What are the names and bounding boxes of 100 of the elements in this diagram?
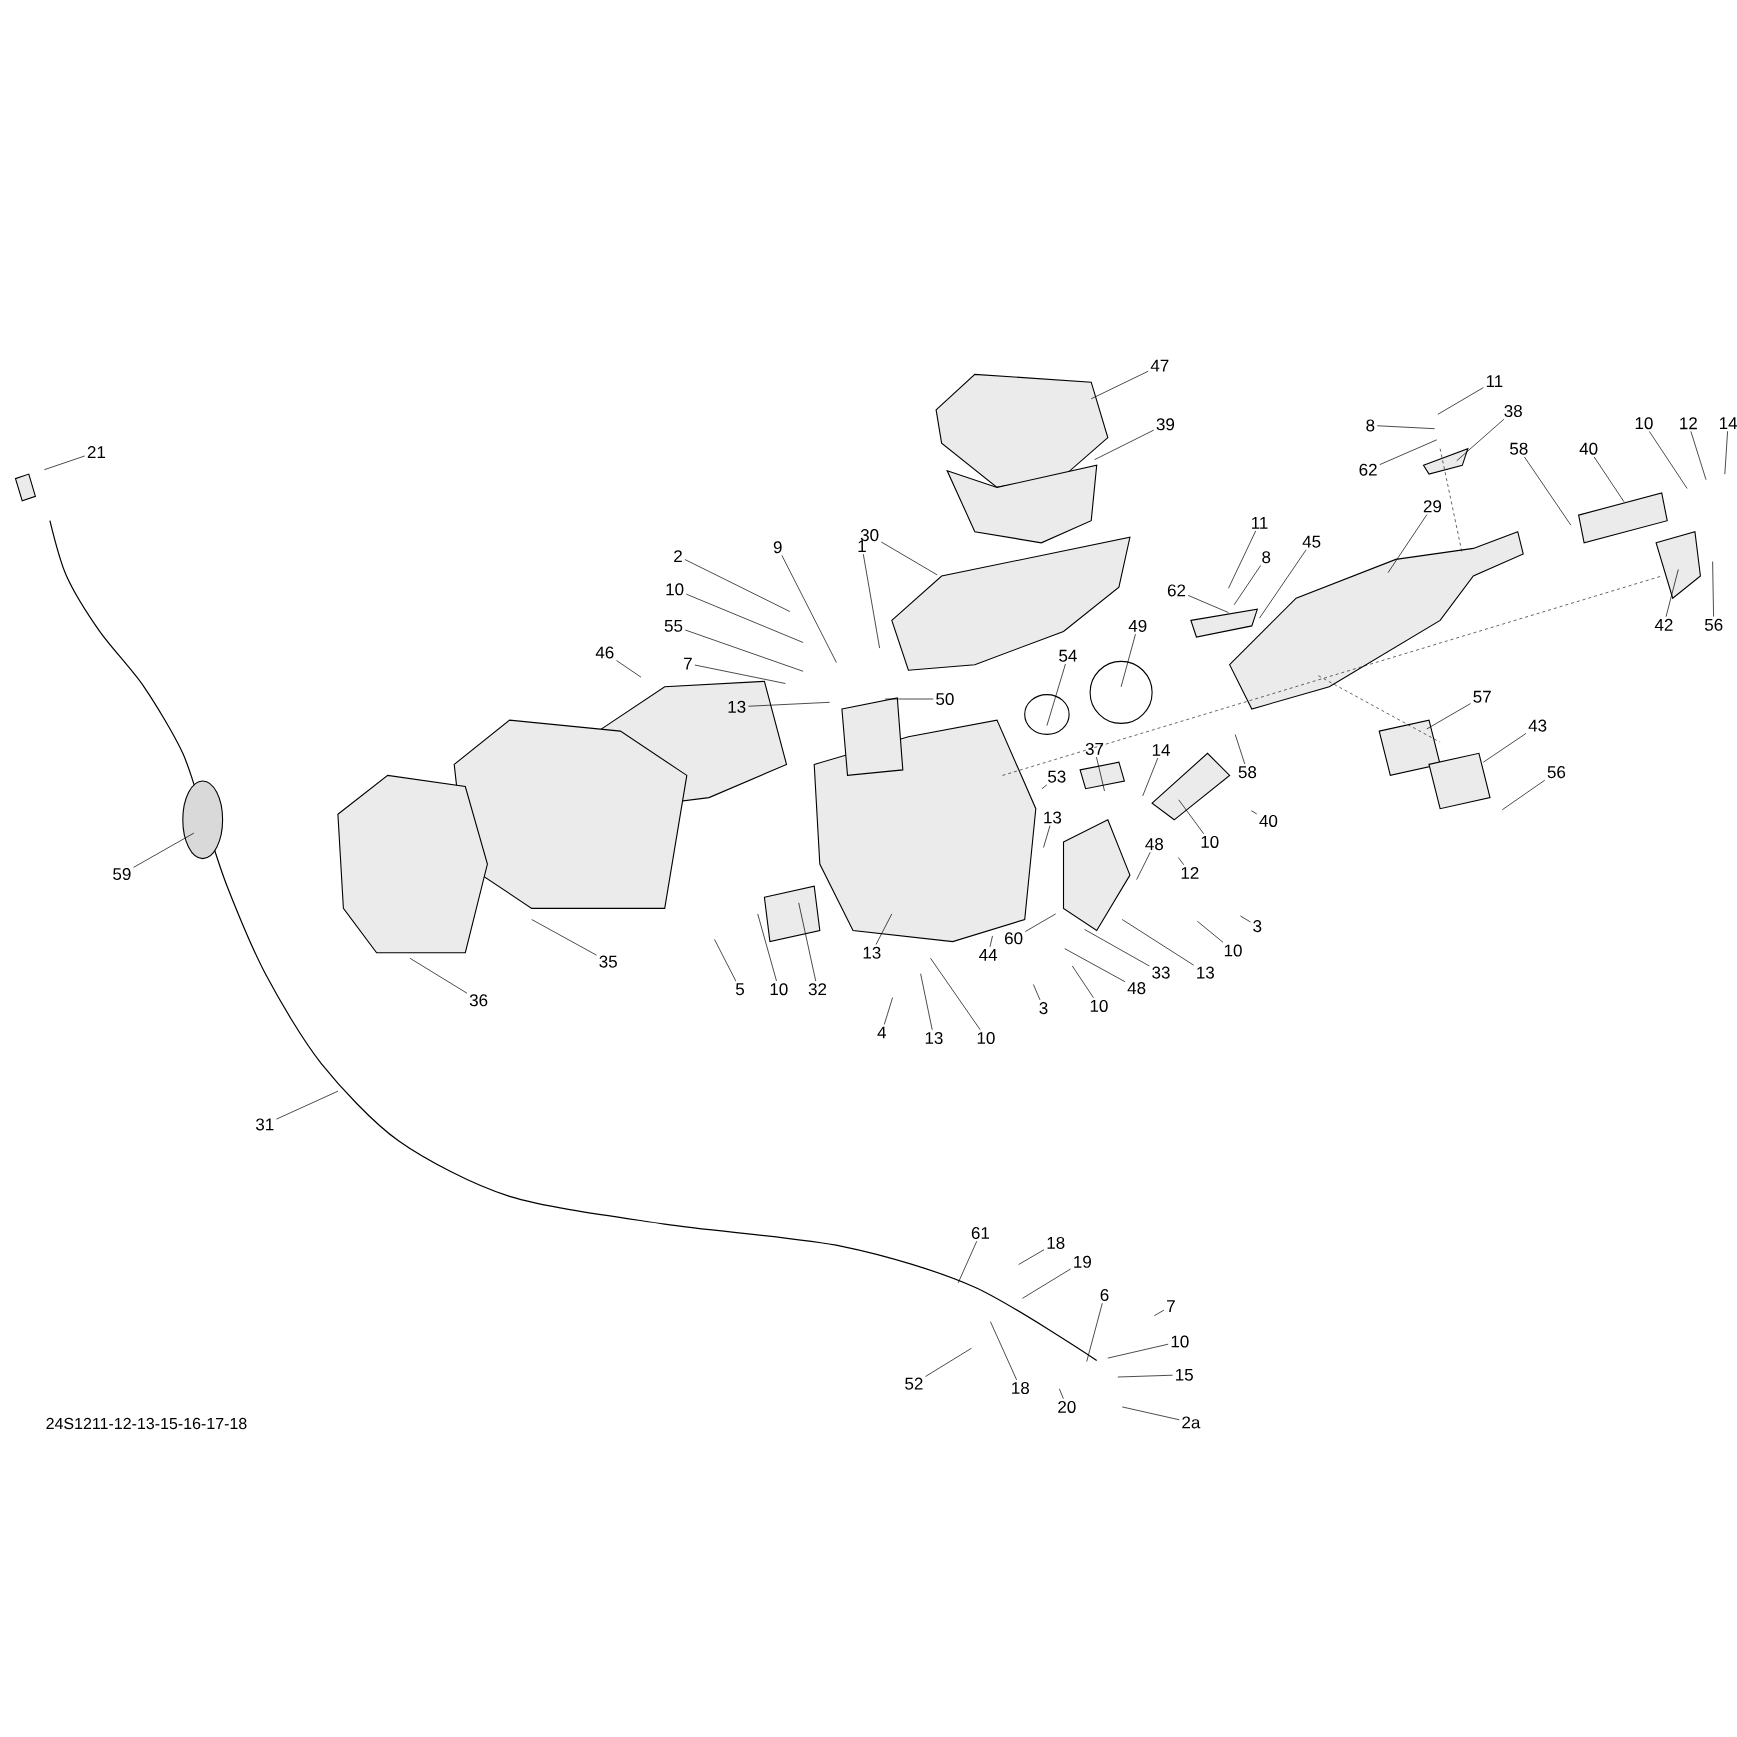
callout-number: 45: [1302, 535, 1321, 548]
leader-line: [714, 939, 737, 982]
leader-line: [684, 559, 791, 612]
leader-line: [1022, 1268, 1071, 1299]
callout-number: 11: [1486, 375, 1503, 387]
leader-line: [989, 935, 993, 948]
callout-number: 42: [1654, 618, 1673, 631]
callout-number: 37: [1085, 742, 1104, 755]
callout-number: 35: [599, 955, 617, 968]
callout-number: 56: [1704, 618, 1723, 631]
leader-line: [1084, 929, 1150, 967]
callout-number: 44: [979, 949, 998, 961]
leader-line: [1649, 431, 1688, 489]
callout-number: 60: [1005, 932, 1023, 945]
leader-line: [1234, 734, 1246, 765]
leader-line: [1153, 1309, 1165, 1317]
leader-line: [1665, 569, 1679, 617]
callout-number: 48: [1145, 838, 1164, 851]
callout-number: 32: [808, 983, 827, 996]
callout-number: 1: [858, 540, 866, 552]
leader-line: [1120, 633, 1136, 688]
leader-line: [1064, 948, 1126, 983]
callout-number: 19: [1074, 1255, 1091, 1268]
callout-number: 50: [936, 693, 954, 706]
leader-line: [1239, 915, 1251, 923]
callout-number: 14: [1719, 417, 1737, 430]
leader-line: [875, 913, 893, 945]
callout-number: 8: [1366, 419, 1375, 432]
leader-line: [1142, 757, 1159, 797]
leader-line: [1086, 1302, 1103, 1362]
callout-number: 39: [1156, 418, 1175, 431]
drawing-number: 24S1211-12-13-15-16-17-18: [46, 1417, 247, 1430]
callout-number: 13: [1044, 811, 1062, 824]
callout-number: 3: [1039, 1002, 1048, 1015]
callout-number: 46: [595, 646, 614, 659]
callout-number: 54: [1059, 649, 1077, 662]
leader-line: [1178, 799, 1204, 835]
leader-line: [781, 555, 837, 663]
callout-number: 10: [1224, 944, 1242, 957]
leader-line: [748, 701, 831, 707]
callout-number: 58: [1238, 766, 1257, 779]
leader-line: [1501, 779, 1546, 811]
callout-number: 49: [1128, 619, 1147, 632]
leader-line: [862, 553, 880, 649]
leader-line: [1107, 1343, 1169, 1359]
callout-number: 14: [1152, 744, 1170, 756]
callout-number: 59: [113, 868, 131, 881]
callout-number: 13: [728, 700, 746, 713]
leader-line: [1456, 418, 1505, 462]
callout-number: 56: [1547, 766, 1566, 779]
callout-number: 9: [773, 541, 782, 554]
callout-number: 6: [1100, 1289, 1109, 1302]
callout-number: 2a: [1182, 1416, 1201, 1429]
leader-line: [1177, 857, 1185, 866]
callout-number: 38: [1504, 405, 1522, 418]
leader-line: [1250, 810, 1258, 815]
leader-line: [1096, 756, 1105, 792]
leader-line: [1121, 1406, 1180, 1421]
callout-number: 33: [1152, 966, 1170, 979]
leader-line: [1426, 703, 1471, 730]
callout-number: 10: [1635, 417, 1653, 430]
callout-number: 8: [1262, 551, 1271, 564]
callout-number: 48: [1127, 982, 1146, 995]
leader-line: [1376, 425, 1435, 430]
leader-line: [1712, 561, 1714, 617]
leader-line: [43, 455, 86, 471]
leader-line: [694, 664, 786, 684]
callout-number: 43: [1528, 719, 1547, 732]
leader-line: [1437, 387, 1484, 415]
leader-line: [1094, 429, 1155, 461]
leader-line: [1071, 965, 1094, 999]
callout-number: 61: [971, 1227, 990, 1240]
leader-line: [1187, 595, 1229, 613]
callout-number: 10: [666, 583, 684, 596]
callout-number: 15: [1176, 1368, 1193, 1381]
callout-number: 29: [1423, 500, 1442, 513]
leader-line: [1196, 920, 1224, 943]
leader-line: [1724, 430, 1728, 475]
callout-number: 2: [674, 550, 682, 563]
leader-line: [1259, 549, 1307, 619]
callout-number: 10: [770, 983, 788, 996]
leader-line: [1228, 530, 1257, 589]
callout-number: 10: [977, 1032, 995, 1045]
leader-line: [1046, 663, 1066, 726]
callout-number: 52: [905, 1377, 923, 1390]
leader-line: [1041, 784, 1048, 790]
callout-number: 12: [1181, 866, 1199, 879]
callout-number: 21: [87, 446, 105, 458]
leader-line: [1043, 825, 1051, 848]
callout-number: 31: [256, 1118, 274, 1131]
leader-line: [1058, 1388, 1064, 1400]
callout-number: 11: [1252, 517, 1268, 529]
callout-number: 57: [1473, 690, 1491, 703]
callout-number: 62: [1167, 584, 1186, 597]
leader-line: [1482, 733, 1527, 763]
callout-number: 18: [1012, 1382, 1030, 1395]
callout-number: 3: [1253, 920, 1262, 933]
callout-number: 47: [1150, 359, 1169, 372]
leader-line: [757, 913, 777, 982]
callout-number: 10: [1171, 1335, 1189, 1348]
